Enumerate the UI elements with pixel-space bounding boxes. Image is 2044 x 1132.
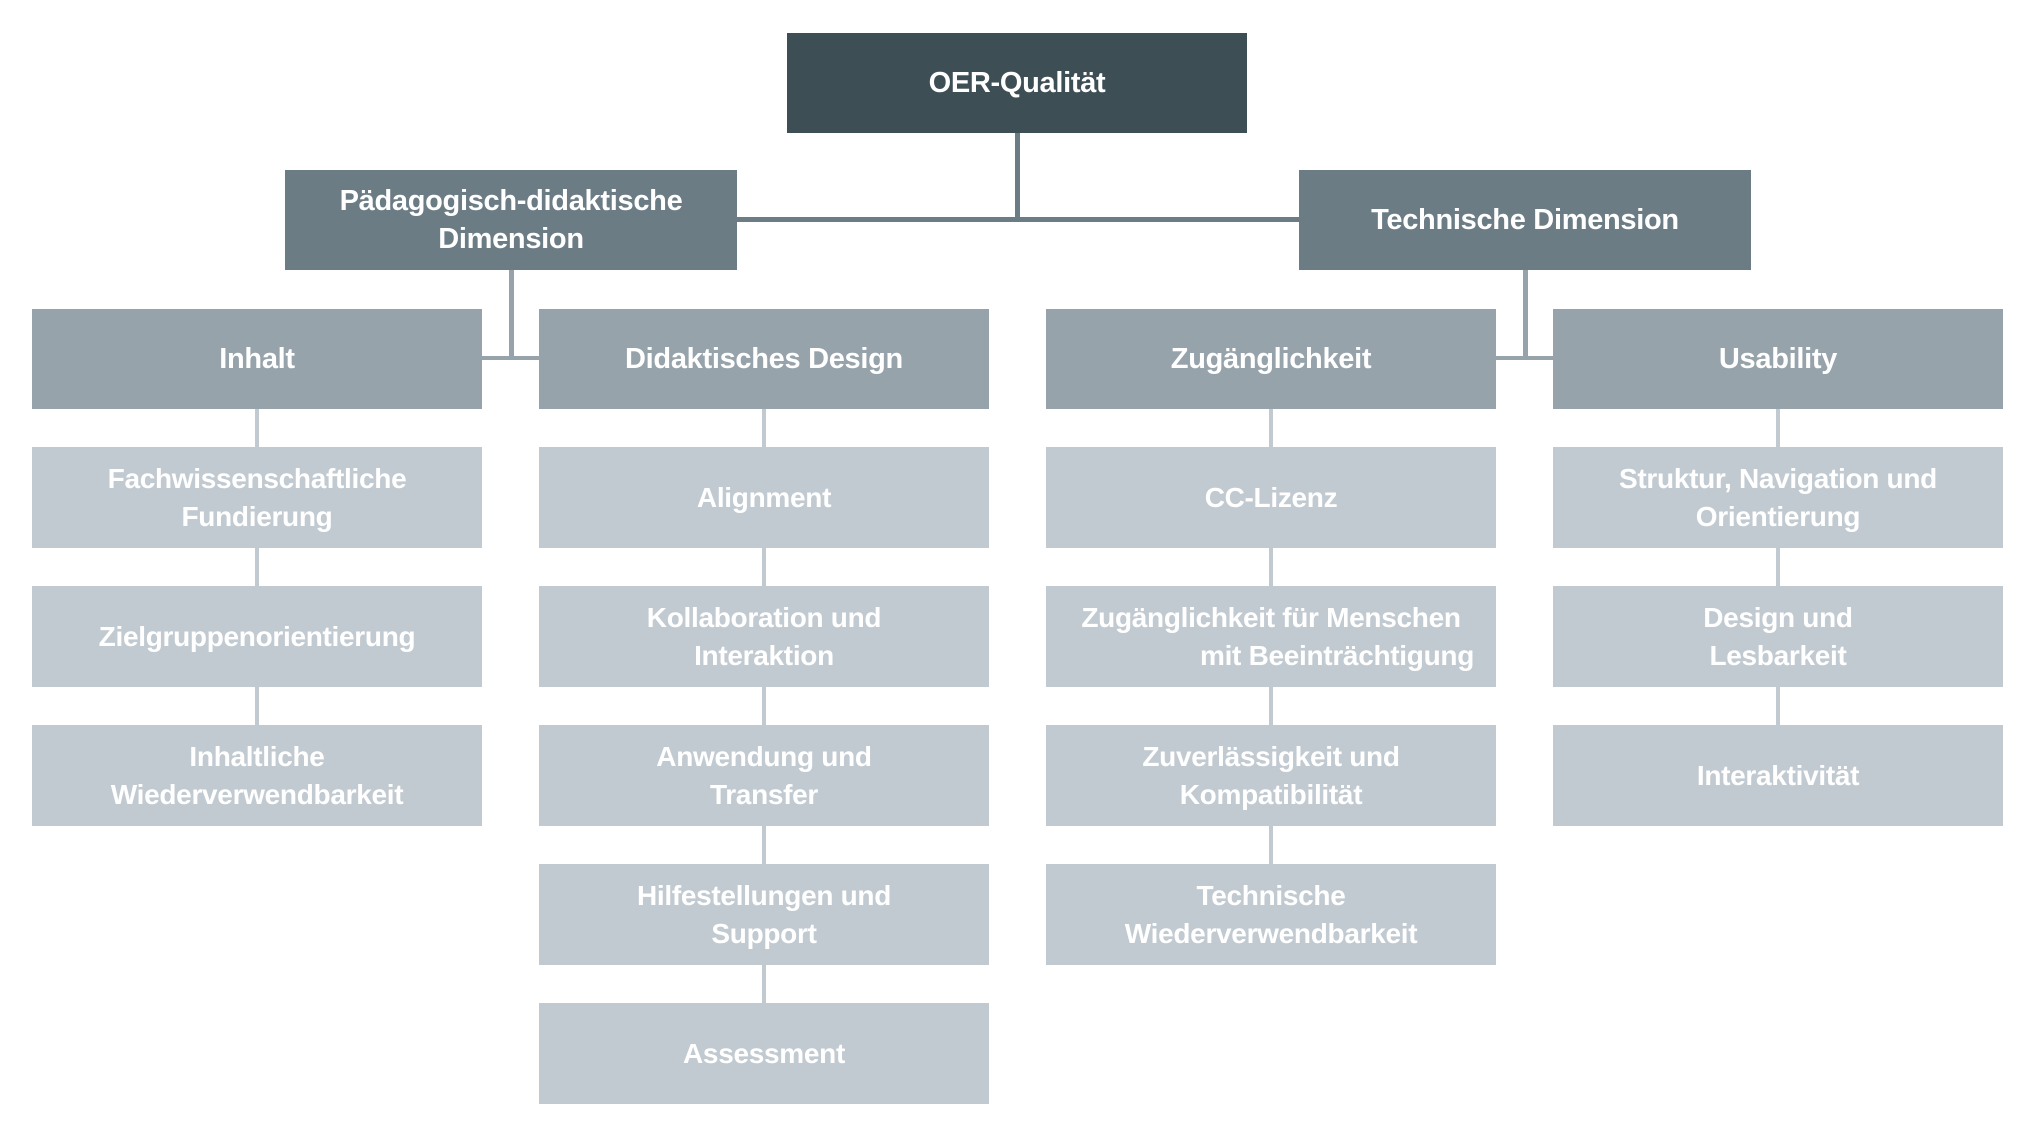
criterion-node-zielgruppenorientierung-label-line: Zielgruppenorientierung: [98, 620, 416, 652]
connector-column-zugaenglichkeit-0: [1269, 409, 1273, 447]
connector-dimension-stub-technische-dimension: [1523, 270, 1528, 360]
category-node-zugaenglichkeit-label-line: Zugänglichkeit: [1170, 343, 1372, 375]
connector-column-usability-0: [1776, 409, 1780, 447]
category-node-inhalt: Inhalt: [32, 309, 482, 409]
criterion-node-anwendung-und-transfer-label-line: Anwendung und: [656, 740, 872, 772]
criterion-node-zugaenglichkeit-fuer-menschen-mit-beeintraechtigung-label-line: Zugänglichkeit für Menschen: [1081, 601, 1461, 633]
criterion-node-alignment-label-line: Alignment: [696, 481, 832, 513]
category-node-didaktisches-design-label-line: Didaktisches Design: [625, 343, 903, 375]
criterion-node-struktur-navigation-und-orientierung-label-line: Struktur, Navigation und: [1619, 462, 1937, 494]
connector-column-inhalt-2: [255, 687, 259, 725]
criterion-node-assessment: Assessment: [539, 1003, 989, 1104]
connector-dimensions-horizontal: [737, 217, 1299, 222]
criterion-node-zugaenglichkeit-fuer-menschen-mit-beeintraechtigung: Zugänglichkeit für Menschen mit Beeinträc…: [1046, 586, 1496, 687]
criterion-node-inhaltliche-wiederverwendbarkeit-label-line: Wiederverwendbarkeit: [110, 778, 404, 810]
connector-column-usability-1: [1776, 548, 1780, 586]
criterion-node-zuverlaessigkeit-und-kompatibilitaet-label-line: Zuverlässigkeit und: [1142, 740, 1400, 772]
connector-column-zugaenglichkeit-1: [1269, 548, 1273, 586]
connector-column-didaktisches-design-2: [762, 687, 766, 725]
connector-column-didaktisches-design-0: [762, 409, 766, 447]
criterion-node-inhaltliche-wiederverwendbarkeit-label-line: Inhaltliche: [189, 740, 325, 772]
connector-column-zugaenglichkeit-3: [1269, 826, 1273, 864]
connector-column-didaktisches-design-4: [762, 965, 766, 1003]
criterion-node-hilfestellungen-und-support-label-line: Support: [711, 917, 817, 949]
criterion-node-fachwissenschaftliche-fundierung-label-line: Fachwissenschaftliche: [107, 462, 407, 494]
criterion-node-kollaboration-und-interaktion-label-line: Kollaboration und: [646, 601, 882, 633]
criterion-node-alignment: Alignment: [539, 447, 989, 548]
category-node-inhalt-label-line: Inhalt: [219, 343, 295, 375]
criterion-node-design-und-lesbarkeit-label-line: Design und: [1703, 601, 1853, 633]
dimension-node-technische-dimension-label-line: Technische Dimension: [1371, 204, 1679, 236]
connector-column-usability-2: [1776, 687, 1780, 725]
connector-column-zugaenglichkeit-2: [1269, 687, 1273, 725]
criterion-node-kollaboration-und-interaktion-label-line: Interaktion: [694, 639, 834, 671]
criterion-node-zielgruppenorientierung: Zielgruppenorientierung: [32, 586, 482, 687]
criterion-node-fachwissenschaftliche-fundierung-label-line: Fundierung: [181, 500, 333, 532]
connector-headers-horizontal-technische-dimension: [1496, 356, 1553, 360]
dimension-node-technische-dimension: Technische Dimension: [1299, 170, 1751, 270]
criterion-node-interaktivitaet: Interaktivität: [1553, 725, 2003, 826]
criterion-node-design-und-lesbarkeit-label-line: Lesbarkeit: [1709, 639, 1847, 671]
connector-root-stub: [1015, 133, 1020, 222]
criterion-node-hilfestellungen-und-support-label-line: Hilfestellungen und: [636, 879, 892, 911]
criterion-node-anwendung-und-transfer-label-line: Transfer: [709, 778, 819, 810]
criterion-node-zugaenglichkeit-fuer-menschen-mit-beeintraechtigung-label-line: mit Beeinträchtigung: [1199, 639, 1474, 671]
connector-headers-horizontal-paedagogisch-didaktische-dimension: [482, 356, 539, 360]
category-node-usability-label-line: Usability: [1718, 343, 1838, 375]
connector-column-didaktisches-design-3: [762, 826, 766, 864]
dimension-node-paedagogisch-didaktische-dimension-label-line: Dimension: [438, 223, 584, 255]
criterion-node-technische-wiederverwendbarkeit-label-line: Wiederverwendbarkeit: [1124, 917, 1418, 949]
category-node-didaktisches-design: Didaktisches Design: [539, 309, 989, 409]
category-node-usability: Usability: [1553, 309, 2003, 409]
connector-dimension-stub-paedagogisch-didaktische-dimension: [509, 270, 514, 360]
criterion-node-zuverlaessigkeit-und-kompatibilitaet-label-line: Kompatibilität: [1179, 778, 1363, 810]
connector-column-inhalt-0: [255, 409, 259, 447]
connector-column-inhalt-1: [255, 548, 259, 586]
dimension-node-paedagogisch-didaktische-dimension-label-line: Pädagogisch-didaktische: [339, 185, 683, 217]
criterion-node-technische-wiederverwendbarkeit-label-line: Technische: [1196, 879, 1346, 911]
criterion-node-cc-lizenz: CC-Lizenz: [1046, 447, 1496, 548]
connector-column-didaktisches-design-1: [762, 548, 766, 586]
criterion-node-interaktivitaet-label-line: Interaktivität: [1696, 759, 1860, 791]
root-node-oer-qualitaet: OER-Qualität: [787, 33, 1247, 133]
criterion-node-struktur-navigation-und-orientierung-label-line: Orientierung: [1695, 500, 1861, 532]
criterion-node-assessment-label-line: Assessment: [683, 1037, 845, 1069]
root-node-label: OER-Qualität: [928, 67, 1106, 99]
criterion-node-cc-lizenz-label-line: CC-Lizenz: [1204, 481, 1338, 513]
category-node-zugaenglichkeit: Zugänglichkeit: [1046, 309, 1496, 409]
